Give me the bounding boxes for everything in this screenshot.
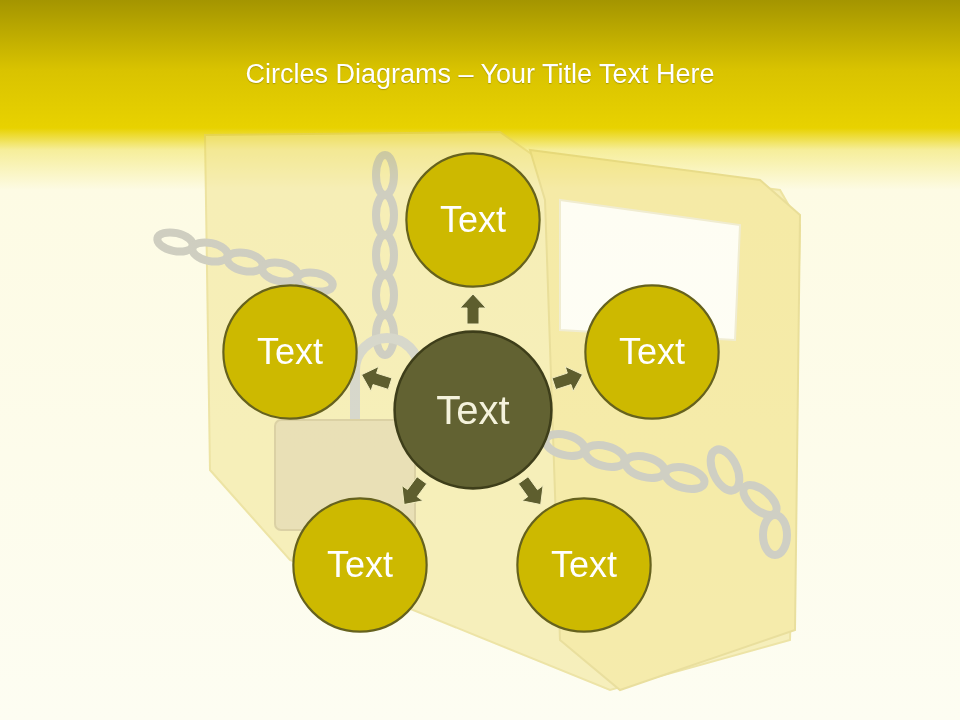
circle-shape [293, 498, 426, 631]
block-arrow [402, 477, 427, 505]
circle-text-group: Text [551, 544, 617, 585]
circle-text-group: Text [440, 199, 506, 240]
block-arrow [460, 294, 486, 324]
circle-text-group: Text [619, 331, 685, 372]
circle-shape [406, 153, 539, 286]
circle-text-group: Text [327, 544, 393, 585]
circle-label: Text [257, 331, 323, 372]
circle-text-group: Text [257, 331, 323, 372]
center-circle: Text [393, 330, 553, 490]
circle-shape [223, 285, 356, 418]
outer-circle: Text [292, 497, 428, 633]
circle-label: Text [327, 544, 393, 585]
circle-shape [517, 498, 650, 631]
slide-title: Circles Diagrams – Your Title Text Here [20, 56, 940, 92]
outer-circle: Text [222, 284, 358, 420]
outer-circle: Text [584, 284, 720, 420]
circle-label: Text [436, 387, 509, 433]
block-arrow [518, 477, 543, 505]
circle-shape [585, 285, 718, 418]
circle-text-group: Text [436, 387, 509, 433]
circle-shape [395, 332, 552, 489]
block-arrow [362, 367, 392, 392]
circle-label: Text [440, 199, 506, 240]
outer-circle: Text [516, 497, 652, 633]
block-arrow [552, 367, 582, 392]
circle-label: Text [619, 331, 685, 372]
outer-circle: Text [405, 152, 541, 288]
circle-label: Text [551, 544, 617, 585]
